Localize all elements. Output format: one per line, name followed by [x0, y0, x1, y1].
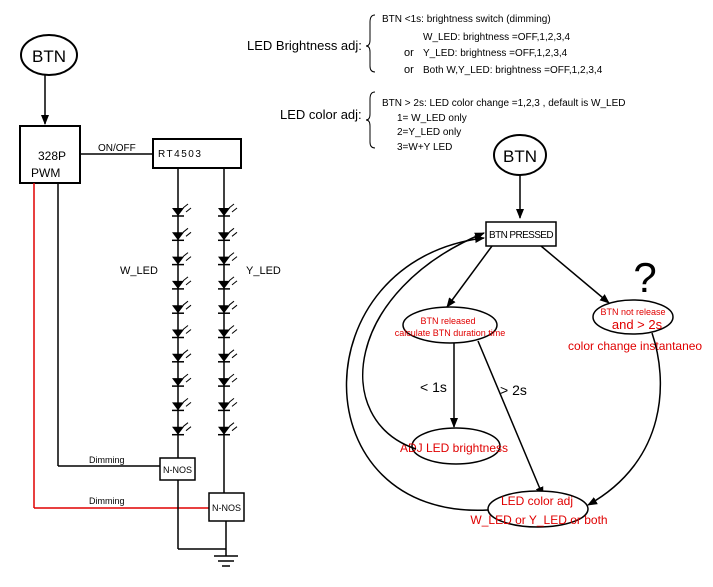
- flow-btn-label: BTN: [503, 147, 537, 166]
- btn-not-release-node: [592, 299, 674, 335]
- color-adj-title: LED color adj:: [280, 107, 362, 122]
- led-icon: [218, 203, 238, 217]
- brightness-brace: [365, 14, 376, 73]
- led-array: [172, 203, 238, 436]
- led-icon: [218, 325, 238, 339]
- mcu-328p-box: [19, 125, 81, 184]
- led-color-adj-node: [487, 490, 589, 528]
- brightness-line-2: W_LED: brightness =OFF,1,2,3,4: [423, 32, 570, 43]
- onoff-label: ON/OFF: [98, 143, 136, 154]
- btn-released-label-1: BTN released: [420, 316, 475, 326]
- color-line-1: BTN > 2s: LED color change =1,2,3 , defa…: [382, 98, 625, 109]
- brightness-line-4: Both W,Y_LED: brightness =OFF,1,2,3,4: [423, 65, 603, 76]
- mcu-pwm-label: PWM: [31, 166, 60, 180]
- led-icon: [172, 276, 192, 290]
- color-line-3: 2=Y_LED only: [397, 127, 461, 138]
- led-icon: [218, 349, 238, 363]
- btn-released-label-2: calculate BTN duration time: [395, 328, 506, 338]
- dimming-label-1: Dimming: [89, 455, 125, 465]
- w-led-label: W_LED: [120, 265, 158, 277]
- color-line-2: 1= W_LED only: [397, 113, 467, 124]
- led-icon: [172, 349, 192, 363]
- rt4503-driver-box: [152, 138, 242, 169]
- dimming-label-2: Dimming: [89, 496, 125, 506]
- or-label-2: or: [404, 64, 414, 76]
- btn-not-release-label-1: BTN not release: [600, 307, 665, 317]
- lt-1s-label: < 1s: [420, 379, 447, 395]
- ground-icon: [214, 549, 238, 567]
- brightness-adj-title: LED Brightness adj:: [247, 38, 362, 53]
- led-icon: [172, 203, 192, 217]
- released-to-coloradj-arrow: [477, 340, 544, 497]
- flowchart-section: BTN BTN PRESSED BTN released calculate B…: [345, 134, 702, 528]
- y-led-label: Y_LED: [246, 265, 281, 277]
- notes-section: LED Brightness adj: BTN <1s: brightness …: [247, 14, 625, 153]
- adj-brightness-node: [411, 427, 501, 465]
- led-icon: [172, 398, 192, 412]
- btn-pressed-label: BTN PRESSED: [489, 230, 553, 241]
- color-line-4: 3=W+Y LED: [397, 142, 452, 153]
- brightness-line-1: BTN <1s: brightness switch (dimming): [382, 14, 551, 25]
- rt4503-label: RT4503: [158, 149, 202, 160]
- led-icon: [172, 422, 192, 436]
- led-icon: [218, 227, 238, 242]
- led-icon: [172, 300, 192, 314]
- led-color-adj-label-2: W_LED or Y_LED or both: [470, 513, 607, 527]
- led-icon: [172, 252, 192, 266]
- nmos-2-label: N-NOS: [212, 503, 241, 513]
- notrelease-to-coloradj-curve: [587, 332, 662, 506]
- coloradj-loop-back-curve: [345, 235, 489, 511]
- btn-pressed-box: [485, 221, 557, 247]
- btn-not-release-label-2: and > 2s: [612, 317, 663, 332]
- led-icon: [218, 398, 238, 412]
- gt-2s-label: > 2s: [500, 382, 527, 398]
- pressed-to-released-arrow: [446, 245, 493, 308]
- led-icon: [218, 276, 238, 290]
- brightness-line-3: Y_LED: brightness =OFF,1,2,3,4: [423, 48, 568, 59]
- led-icon: [218, 300, 238, 314]
- led-icon: [172, 373, 192, 387]
- color-brace: [365, 91, 376, 149]
- led-icon: [218, 422, 238, 436]
- btn-label: BTN: [32, 47, 66, 66]
- circuit-section: BTN 328P PWM ON/OFF RT4503 W_LED Y_LED D…: [19, 34, 281, 567]
- led-icon: [172, 227, 192, 242]
- brightness-loop-back-curve: [362, 232, 485, 450]
- btn-node: [20, 34, 78, 76]
- nmos-1-label: N-NOS: [163, 465, 192, 475]
- mcu-328p-label: 328P: [38, 149, 66, 163]
- adj-brightness-label: ADJ LED brightness: [400, 441, 508, 455]
- pressed-to-notrelease-arrow: [540, 245, 610, 304]
- led-icon: [172, 325, 192, 339]
- color-change-instant-label: color change instantaneo: [568, 339, 702, 353]
- question-mark: ?: [633, 254, 656, 301]
- led-icon: [218, 373, 238, 387]
- led-color-adj-label-1: LED color adj: [501, 494, 573, 508]
- or-label-1: or: [404, 47, 414, 59]
- btn-released-node: [402, 306, 498, 344]
- led-icon: [218, 252, 238, 266]
